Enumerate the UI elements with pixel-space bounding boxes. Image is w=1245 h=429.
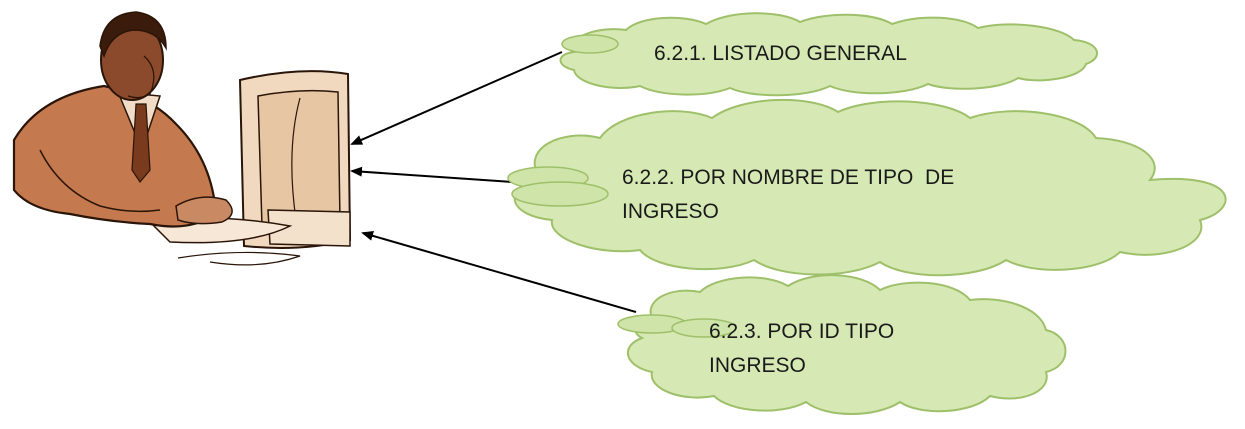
arrow-3 xyxy=(361,230,637,313)
user-at-computer-icon xyxy=(12,11,352,266)
cloud-2-label: 6.2.2. POR NOMBRE DE TIPO DE INGRESO xyxy=(622,161,954,229)
cloud-2-label-line-1: 6.2.2. POR NOMBRE DE TIPO DE xyxy=(622,166,955,189)
cloud-node-3 xyxy=(617,274,1067,415)
cloud-node-1 xyxy=(559,12,1098,97)
cloud-3-label-line-1: 6.2.3. POR ID TIPO xyxy=(709,320,895,343)
arrow-2 xyxy=(350,166,513,183)
cloud-3-label-line-2: INGRESO xyxy=(709,354,806,377)
cloud-1-label-line-1: 6.2.1. LISTADO GENERAL xyxy=(654,42,907,65)
cloud-1-label: 6.2.1. LISTADO GENERAL xyxy=(654,37,907,71)
arrow-1 xyxy=(350,51,563,145)
cloud-node-2 xyxy=(507,98,1227,277)
cloud-3-label: 6.2.3. POR ID TIPO INGRESO xyxy=(709,315,894,383)
cloud-2-label-line-2: INGRESO xyxy=(622,200,719,223)
